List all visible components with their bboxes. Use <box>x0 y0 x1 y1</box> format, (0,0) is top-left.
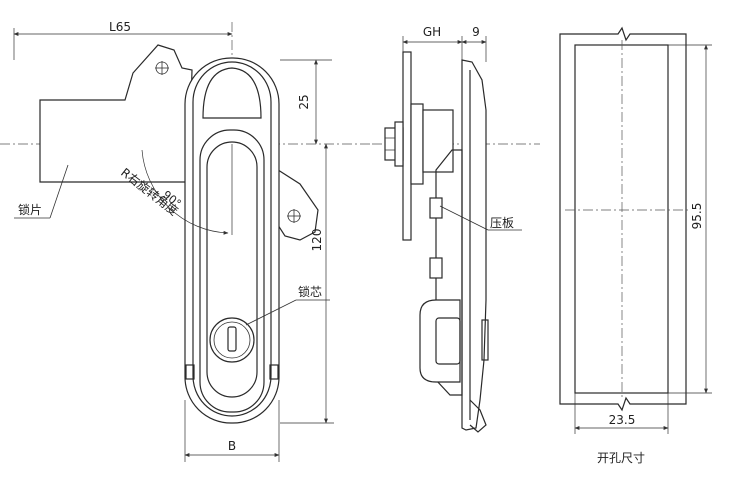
d120-label: 120 <box>310 229 324 252</box>
right-tab <box>269 364 279 380</box>
d9-label: 9 <box>472 25 480 39</box>
side-view: GH 9 压板 <box>372 25 540 433</box>
front-view: L65 25 120 B 锁片 R右旋转角度 90° 锁芯 <box>0 20 372 462</box>
side-mount-block <box>422 109 454 173</box>
lock-core-label: 锁芯 <box>298 284 322 299</box>
l65-label: L65 <box>109 20 131 34</box>
key-slot <box>227 326 237 352</box>
side-shaft <box>410 103 424 185</box>
handle-contour <box>192 61 272 417</box>
handle-outer <box>184 57 280 424</box>
d25-label: 25 <box>297 94 311 109</box>
left-tab <box>185 364 195 380</box>
lock-core-leader <box>245 299 297 326</box>
handle-inner-slot <box>206 141 258 398</box>
cutout-title: 开孔尺寸 <box>597 451 645 465</box>
cutout-outer-frame <box>559 26 687 412</box>
gh-label: GH <box>423 25 441 39</box>
press-plate-bolt-bottom <box>429 257 443 279</box>
lock-plate-leader <box>49 164 69 219</box>
side-body <box>461 59 487 431</box>
d23-label: 23.5 <box>609 413 636 427</box>
side-lock-plate <box>402 51 412 241</box>
rotation-arc <box>141 149 229 235</box>
side-lower-tab <box>481 319 489 361</box>
lock-core-ring <box>213 321 251 359</box>
b-label: B <box>228 439 236 453</box>
press-plate-label: 压板 <box>490 216 514 230</box>
press-plate-bolt-top <box>429 197 443 219</box>
handle-top-cap <box>202 67 262 119</box>
lock-plate <box>39 44 193 183</box>
side-lock-core <box>435 317 461 365</box>
side-washer <box>394 121 404 167</box>
side-bottom-hook <box>469 399 487 433</box>
handle-inner-panel <box>199 129 265 413</box>
side-lock-core-housing <box>419 299 461 383</box>
d95-label: 95.5 <box>690 203 704 230</box>
press-plate-leader <box>439 205 489 231</box>
cutout-rect <box>574 44 669 394</box>
lock-plate-label: 锁片 <box>18 202 42 217</box>
cutout-view: 95.5 23.5 开孔尺寸 <box>559 26 712 465</box>
lock-core <box>209 317 255 363</box>
